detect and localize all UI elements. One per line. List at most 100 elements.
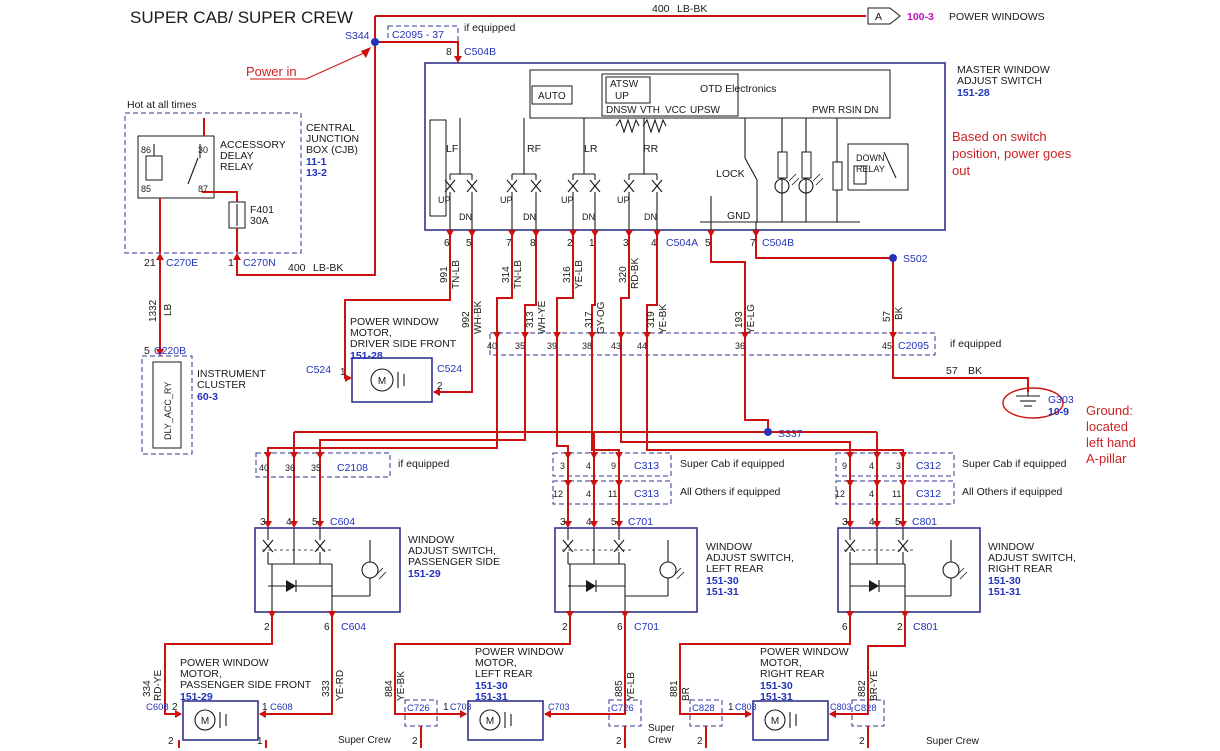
text-label: 10-9 <box>1048 406 1069 418</box>
text-label: 1332 <box>148 299 159 322</box>
offpage-arrow-box <box>867 7 901 25</box>
text-label: 5 <box>705 238 711 249</box>
text-label: 884 <box>384 680 395 697</box>
text-label: OTD Electronics <box>700 83 776 95</box>
text-label: All Others if equipped <box>680 486 781 498</box>
motor-letter: M <box>486 716 494 727</box>
text-label: 4 <box>869 489 874 499</box>
wire <box>202 191 238 202</box>
text-label: RD-BK <box>630 258 641 289</box>
pin-arrow <box>508 230 516 237</box>
text-label: 40 <box>487 341 497 351</box>
text-label: 1 <box>589 238 595 249</box>
circuit-line <box>378 571 387 580</box>
passenger-motor-box <box>182 700 259 741</box>
pin-arrow <box>846 452 854 459</box>
text-label: MOTOR, <box>180 668 222 680</box>
circuit-line <box>615 118 640 134</box>
text-label: 333 <box>321 680 332 697</box>
circuit-line <box>815 177 824 186</box>
circuit-line <box>788 173 797 182</box>
text-label: 3 <box>560 461 565 471</box>
text-label: 151-29 <box>408 568 441 580</box>
splice-ref: S502 <box>903 253 928 265</box>
text-label: F401 <box>250 204 274 216</box>
power-to-master <box>375 41 459 60</box>
text-label: DN <box>644 212 657 222</box>
text-label: 4 <box>586 517 592 528</box>
text-label: C726 <box>407 703 430 714</box>
pin-arrow <box>521 332 529 339</box>
text-label: 11 <box>608 489 617 499</box>
passenger-motor-symbol <box>194 709 216 731</box>
text-label: C313 <box>634 460 659 472</box>
text-label: 40 <box>259 463 269 473</box>
text-label: GND <box>727 210 751 222</box>
connector-ref: C2095 - 37 <box>392 29 444 41</box>
text-label: 151-29 <box>180 691 213 703</box>
pin-arrow <box>569 230 577 237</box>
text-label: MOTOR, <box>475 657 517 669</box>
text-label: INSTRUMENT <box>197 368 266 380</box>
wire-319 <box>646 232 904 526</box>
text-label: VTH <box>640 105 660 116</box>
text-label: 4 <box>586 461 591 471</box>
pin-arrow <box>328 611 336 618</box>
text-label: Super Crew <box>338 735 392 746</box>
text-label: RIGHT REAR <box>988 563 1053 575</box>
circuit-line <box>613 539 625 553</box>
text-label: C220B <box>154 345 186 357</box>
pin-arrow <box>590 521 598 528</box>
down-relay-box <box>847 143 909 191</box>
text-label: DNSW <box>606 105 637 116</box>
text-label: C608 <box>146 702 169 713</box>
annotation: out <box>952 163 970 178</box>
text-label: C703 <box>548 702 570 712</box>
pin-arrow <box>899 480 907 487</box>
text-label: C803 <box>735 702 757 712</box>
pin-arrow <box>707 230 715 237</box>
text-label: 44 <box>637 341 647 351</box>
connector-ref: C504B <box>464 46 496 58</box>
driver-motor-symbol <box>370 368 394 392</box>
text-label: 57 <box>946 365 958 377</box>
text-label: 313 <box>525 311 536 328</box>
wire-gnd <box>755 232 893 259</box>
text-label: 60-3 <box>197 391 218 403</box>
right-rear-switch-box <box>837 527 981 613</box>
text-label: 35 <box>515 341 525 351</box>
pin-arrow <box>532 230 540 237</box>
left-rear-motor-box <box>467 700 544 741</box>
text-label: RF <box>527 143 541 155</box>
text-label: 3 <box>623 238 629 249</box>
text-label: LR <box>584 143 598 155</box>
atsw-inner-box <box>605 76 651 104</box>
text-label: 317 <box>584 311 595 328</box>
pin-arrow <box>493 332 501 339</box>
wire-333 <box>260 612 333 715</box>
text-label: ADJUST SWITCH, <box>706 552 794 564</box>
auto-box <box>531 85 573 105</box>
text-label: Super Crew <box>926 736 980 747</box>
wire-992 <box>434 232 473 393</box>
text-label: 2 <box>859 736 865 747</box>
text-label: 7 <box>506 238 512 249</box>
atsw-box <box>601 73 739 117</box>
annotation: Ground: <box>1086 403 1133 418</box>
text-label: RR <box>643 143 659 155</box>
pin-arrow <box>264 521 272 528</box>
pin-arrow <box>175 710 182 718</box>
lamp <box>361 561 379 579</box>
pin: 8 <box>446 46 452 58</box>
text-label: POWER WINDOW <box>180 657 269 669</box>
text-label: 3 <box>560 517 566 528</box>
pin-arrow <box>653 230 661 237</box>
text-label: DN <box>523 212 536 222</box>
text-label: 87 <box>198 184 208 194</box>
pin-arrow <box>873 452 881 459</box>
text-label: ATSW <box>610 79 639 90</box>
text-label: ACCESSORY <box>220 139 286 151</box>
text-label: TN-LB <box>513 260 524 289</box>
pin-arrow <box>829 710 836 718</box>
text-label: PASSENGER SIDE <box>408 556 500 568</box>
